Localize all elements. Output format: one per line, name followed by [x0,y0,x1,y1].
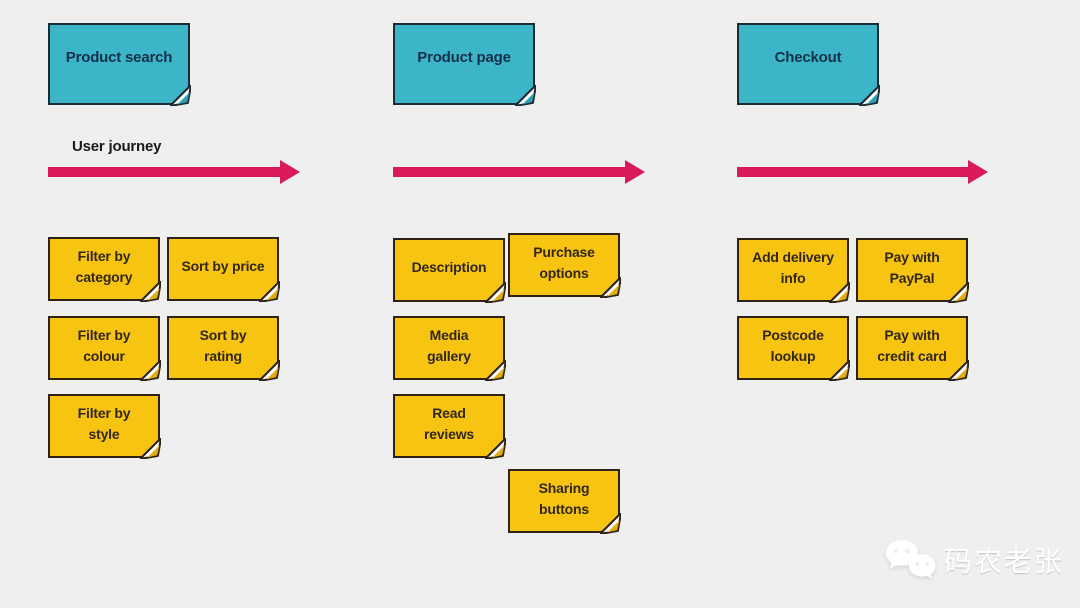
note-add-delivery-info: Add delivery info [737,238,850,303]
note-label: Pay with credit card [877,326,947,364]
note-label: Sort by price [181,258,265,274]
note-label: Purchase options [533,243,595,281]
fold-corner-icon [484,437,506,459]
note-label: Sharing buttons [538,479,590,517]
note-filter-by-colour: Filter by colour [48,316,161,381]
note-label: Media gallery [427,326,471,364]
note-label: Filter by category [75,247,133,285]
fold-corner-icon [514,84,536,106]
fold-corner-icon [484,359,506,381]
stage-note-product-page: Product page [393,23,536,106]
note-filter-by-category: Filter by category [48,237,161,302]
fold-corner-icon [599,276,621,298]
fold-corner-icon [139,359,161,381]
fold-corner-icon [139,437,161,459]
fold-corner-icon [828,359,850,381]
note-read-reviews: Read reviews [393,394,506,459]
fold-corner-icon [139,280,161,302]
note-description: Description [393,238,506,303]
fold-corner-icon [828,281,850,303]
note-pay-with-credit-card: Pay with credit card [856,316,969,381]
fold-corner-icon [169,84,191,106]
note-pay-with-paypal: Pay with PayPal [856,238,969,303]
watermark-text: 码农老张 [944,546,1065,577]
watermark: 码农老张 [884,538,1064,582]
note-filter-by-style: Filter by style [48,394,161,459]
note-sharing-buttons: Sharing buttons [508,469,621,534]
stage-note-checkout: Checkout [737,23,880,106]
stage-label: Product page [417,48,511,66]
note-label: Sort by rating [199,326,247,364]
fold-corner-icon [947,281,969,303]
note-purchase-options: Purchase options [508,233,621,298]
note-label: Filter by style [77,404,131,442]
fold-corner-icon [258,280,280,302]
note-sort-by-price: Sort by price [167,237,280,302]
wechat-icon [886,540,936,579]
user-journey-label: User journey [72,138,162,155]
fold-corner-icon [484,281,506,303]
journey-arrow-3 [737,167,968,177]
journey-arrow-2 [393,167,625,177]
fold-corner-icon [599,512,621,534]
note-label: Read reviews [424,404,474,442]
note-label: Add delivery info [752,248,834,286]
fold-corner-icon [947,359,969,381]
note-label: Postcode lookup [762,326,824,364]
note-label: Description [411,259,487,275]
journey-arrow-1 [48,167,280,177]
stage-note-product-search: Product search [48,23,191,106]
fold-corner-icon [258,359,280,381]
note-label: Pay with PayPal [884,248,940,286]
note-label: Filter by colour [77,326,131,364]
note-media-gallery: Media gallery [393,316,506,381]
note-sort-by-rating: Sort by rating [167,316,280,381]
note-postcode-lookup: Postcode lookup [737,316,850,381]
fold-corner-icon [858,84,880,106]
stage-label: Checkout [774,48,842,66]
stage-label: Product search [65,48,173,66]
